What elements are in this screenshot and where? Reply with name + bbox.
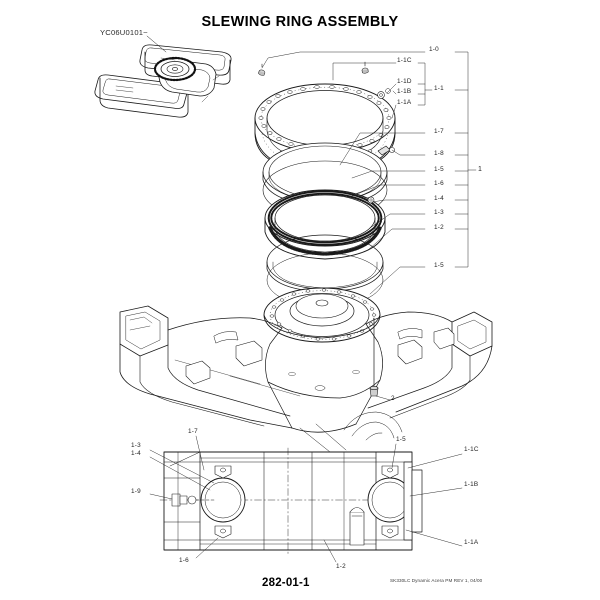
plan-view-assembly [149, 411, 463, 563]
callout-1-1A: 1-1A [397, 99, 412, 106]
callout-1-1D: 1-1D [397, 78, 412, 85]
callout-1-7: 1-7 [434, 128, 444, 135]
callout-1-5-lower: 1-5 [434, 262, 444, 269]
callout-plan-1-1A: 1-1A [464, 539, 479, 546]
revision-note: SK330LC Dynamic Acera PM REV 1, 04/00 [390, 578, 483, 583]
callout-plan-1-9: 1-9 [131, 488, 141, 495]
callout-plan-1-2: 1-2 [336, 563, 346, 570]
track-frame-thumbnail [94, 35, 232, 118]
callout-1-0: 1-0 [429, 46, 439, 53]
callout-1-6: 1-6 [434, 180, 444, 187]
callout-plan-1-1C: 1-1C [464, 446, 479, 453]
outer-slewing-ring [254, 83, 396, 173]
callout-1-1: 1-1 [434, 85, 444, 92]
callout-1-4: 1-4 [434, 195, 444, 202]
callout-plan-1-7: 1-7 [188, 428, 198, 435]
callout-1-2: 1-2 [434, 224, 444, 231]
lower-mounting-ring [263, 287, 381, 343]
page-number: 282-01-1 [262, 577, 310, 589]
page-title: SLEWING RING ASSEMBLY [201, 14, 399, 30]
bolt-detail-gear [367, 196, 375, 204]
callout-1-main: 1 [478, 166, 483, 173]
callout-plan-1-3: 1-3 [131, 442, 141, 449]
callout-plan-1-5: 1-5 [396, 436, 406, 443]
model-code-label: YC06U0101~ [100, 28, 148, 37]
callout-1-3: 1-3 [434, 209, 444, 216]
callout-plan-1-1B: 1-1B [464, 481, 479, 488]
washer-detail-b [385, 88, 391, 94]
undercarriage-frame [119, 305, 493, 433]
plan-leader-lines [149, 435, 463, 563]
callout-2: 2 [391, 395, 395, 402]
exploded-ring-stack [254, 51, 477, 343]
callout-plan-1-4: 1-4 [131, 450, 141, 457]
callout-1-1C: 1-1C [397, 57, 412, 64]
callout-1-5-upper: 1-5 [434, 166, 444, 173]
callout-1-1B: 1-1B [397, 88, 412, 95]
washer-detail-a [377, 91, 385, 99]
exploded-leader-lines [261, 51, 477, 295]
bolt-detail-mid [377, 145, 395, 156]
geared-inner-race [264, 189, 386, 260]
callout-plan-1-6: 1-6 [179, 557, 189, 564]
callout-1-8: 1-8 [434, 150, 444, 157]
